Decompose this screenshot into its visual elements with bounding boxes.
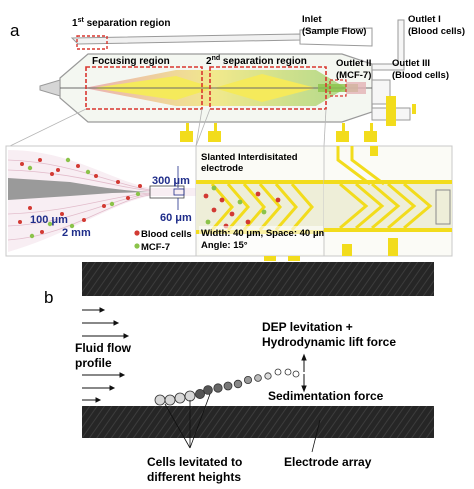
inset-2-cells: [203, 185, 281, 229]
inlet-label: Inlet (Sample Flow): [302, 14, 366, 37]
inset-blood-cells: [18, 158, 142, 234]
dep-force-label: DEP levitation + Hydrodynamic lift force: [262, 320, 396, 349]
top-channel-wall: [82, 262, 434, 296]
first-separation-label: 1st separation region: [72, 17, 170, 29]
outlet-2-label: Outlet II (MCF-7): [336, 58, 374, 81]
inset-outlet: [323, 145, 453, 257]
inset-mcf7-cells: [27, 157, 141, 239]
outlet-3-label: Outlet III (Blood cells): [392, 58, 449, 81]
electrode-pads: [180, 96, 416, 142]
panel-a-label: a: [10, 21, 20, 40]
chip-channel: [39, 19, 411, 123]
sedimentation-label: Sedimentation force: [268, 389, 384, 403]
panel-b-label: b: [44, 288, 53, 307]
first-separation-box: [76, 35, 108, 50]
focusing-region-box: [85, 66, 203, 110]
second-separation-box: [209, 66, 327, 110]
width-300-label: 300 μm: [152, 175, 190, 187]
slanted-electrode-title: Slanted Interdisitated electrode: [201, 152, 300, 174]
zoom-guides: [9, 108, 327, 147]
inset-electrode: Slanted Interdisitated electrode Width: …: [195, 145, 330, 261]
electrode-spec: Width: 40 μm, Space: 40 μm Angle: 15°: [201, 228, 330, 251]
width-60-label: 60 μm: [160, 212, 192, 224]
width-100-label: 100 μm: [30, 214, 68, 226]
second-separation-label: 2nd separation region: [206, 55, 307, 67]
focusing-region-label: Focusing region: [92, 56, 170, 67]
inset-focusing: 300 μm 60 μm 100 μm 2 mm Blood cells MCF…: [5, 145, 197, 257]
cells-levitated-label: Cells levitated to different heights: [147, 455, 246, 484]
legend-blood-cells: Blood cells: [141, 229, 192, 240]
length-2mm-label: 2 mm: [62, 227, 91, 239]
callout-lines: [164, 393, 321, 453]
levitated-cells: [154, 368, 300, 406]
outlet-box: [329, 79, 347, 97]
bottom-electrode-array: [82, 406, 434, 438]
force-arrows: [301, 353, 307, 393]
fluid-flow-label: Fluid flow profile: [75, 341, 134, 370]
legend-mcf7: MCF-7: [141, 242, 170, 253]
panel-a: a: [5, 14, 465, 261]
panel-b: b Fluid flow profile: [44, 262, 434, 484]
outlet-1-label: Outlet I (Blood cells): [408, 14, 465, 37]
flow-profile-arrows: [82, 307, 130, 403]
electrode-array-label: Electrode array: [284, 455, 372, 469]
